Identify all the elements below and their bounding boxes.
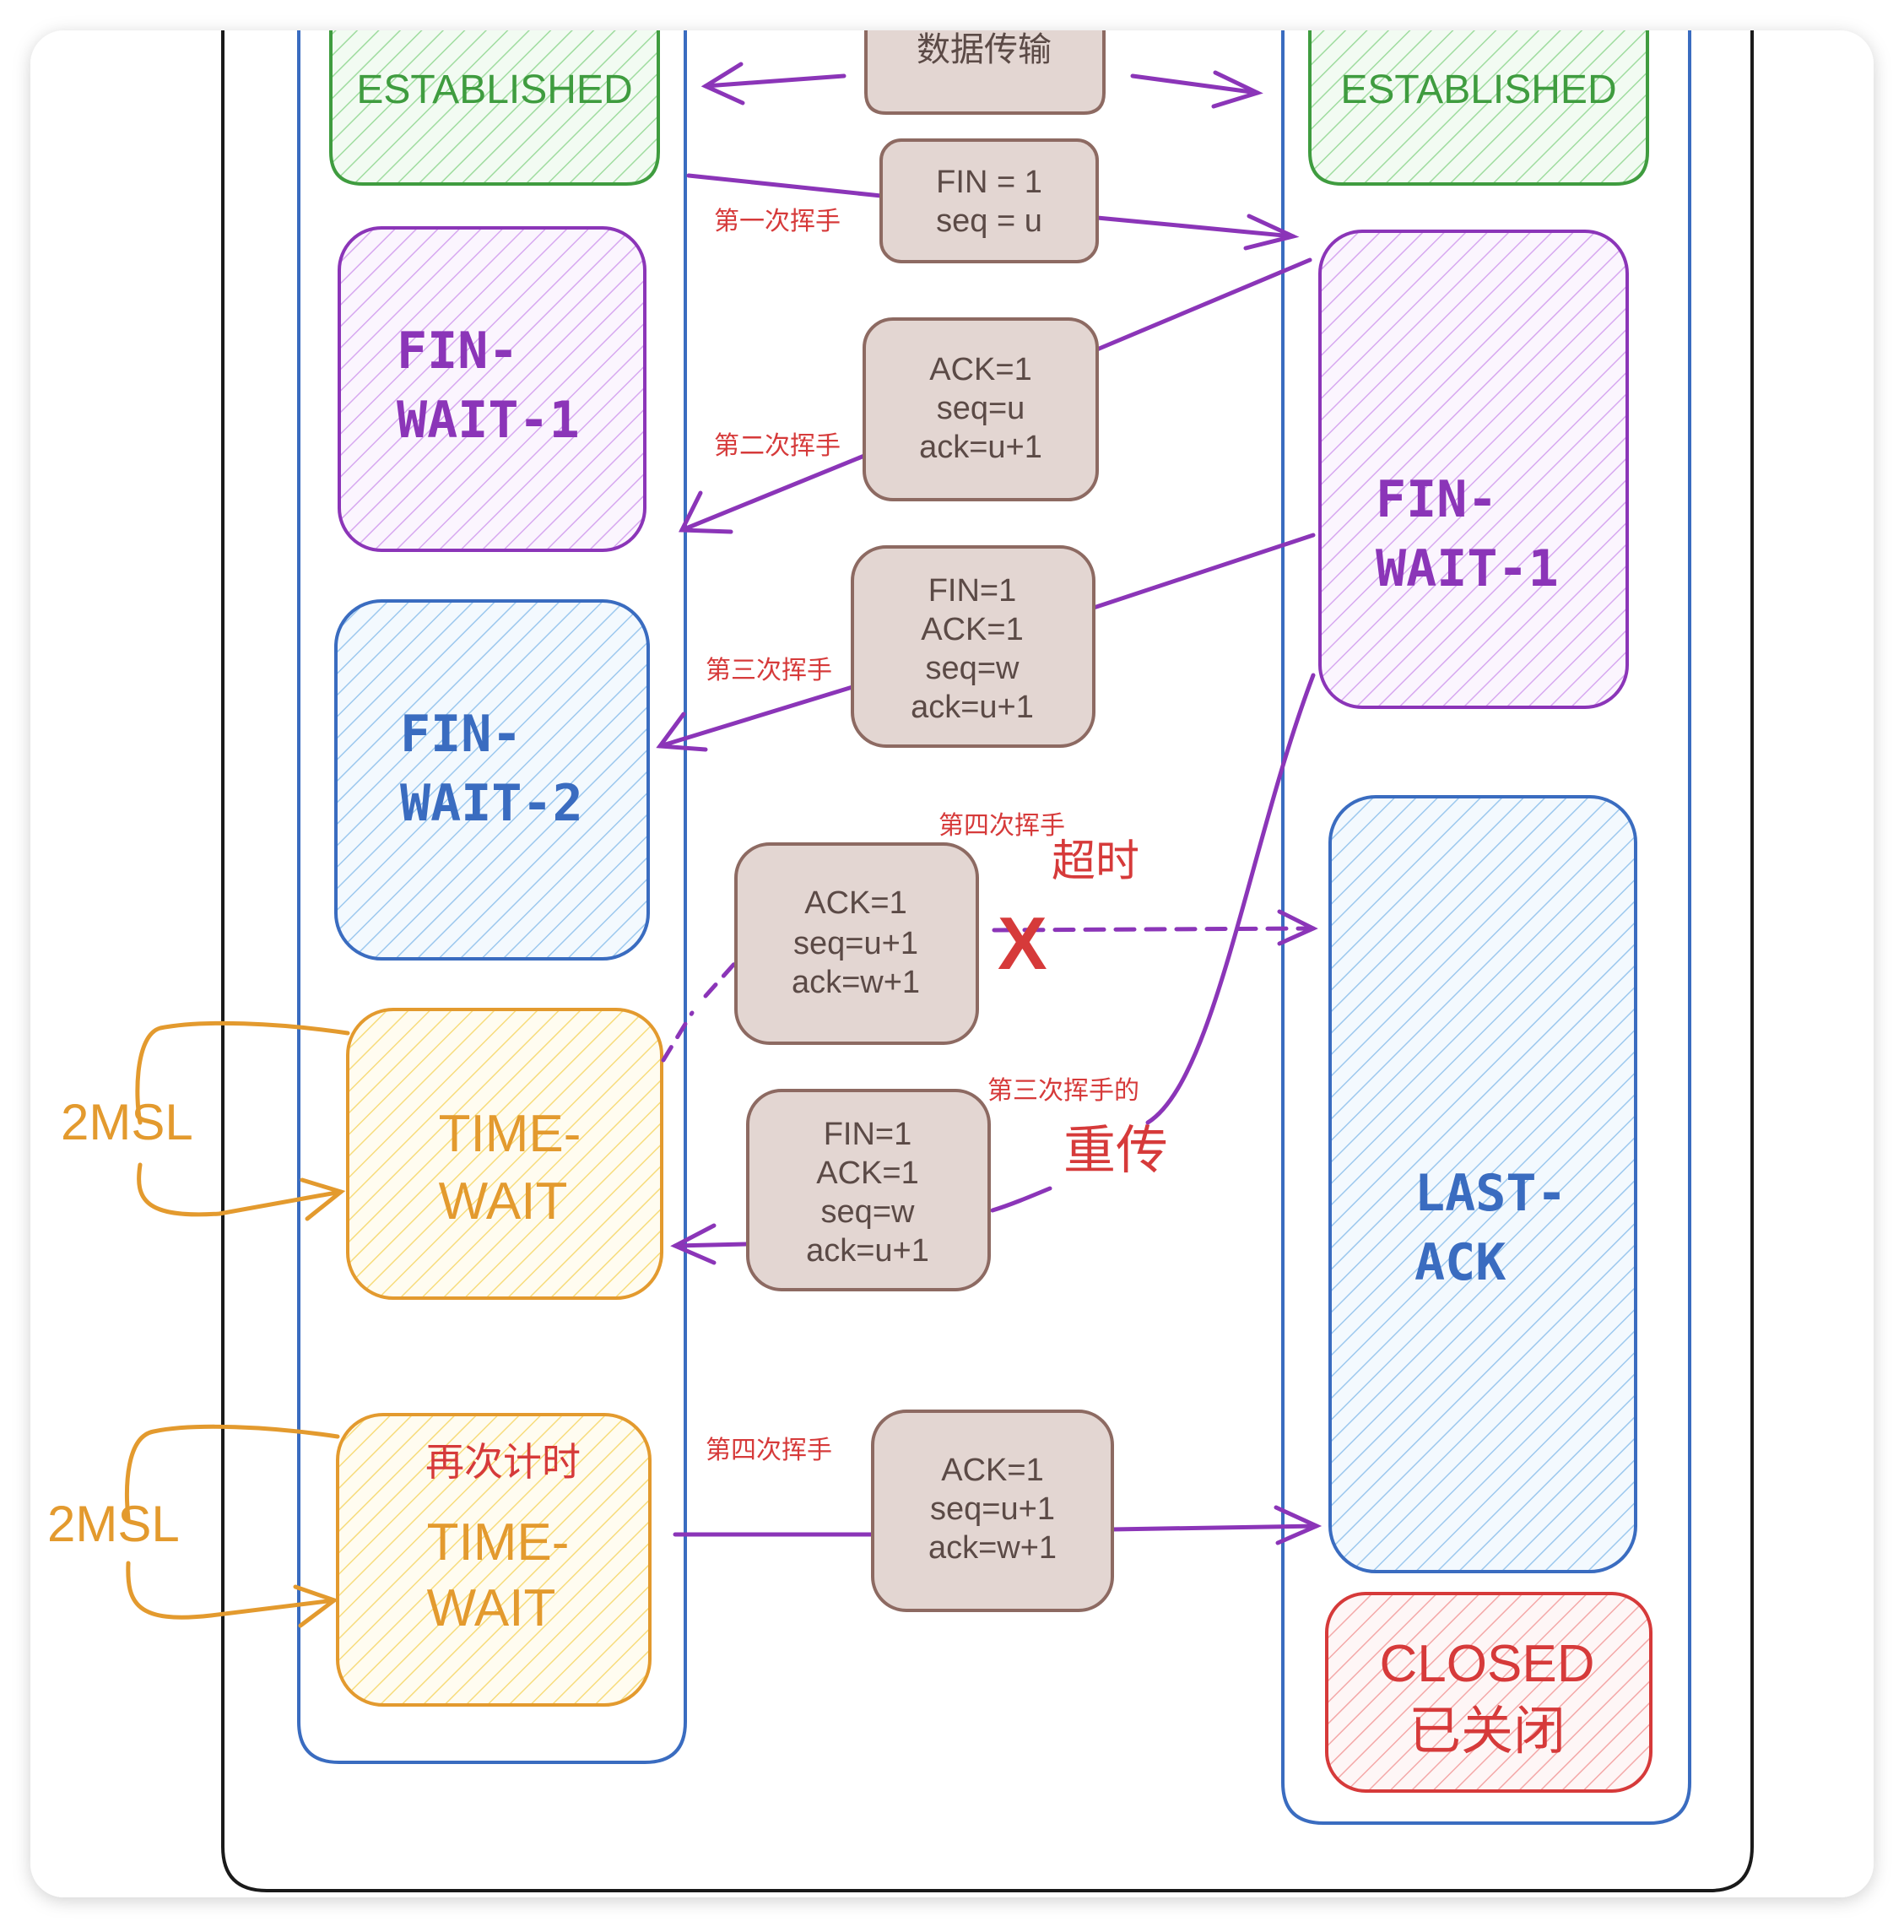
svg-text:FIN=1: FIN=1 bbox=[824, 1117, 912, 1152]
server-closed-line2: 已关闭 bbox=[1409, 1702, 1566, 1761]
client-time-wait-again-state: 再次计时 TIME- WAIT bbox=[336, 1413, 652, 1707]
message-arrows bbox=[656, 62, 1323, 1545]
svg-text:ACK=1: ACK=1 bbox=[929, 352, 1031, 387]
final-ack-arrow-b bbox=[1110, 1523, 1319, 1532]
msl-brackets bbox=[125, 1020, 350, 1628]
packet-fin-resend: FIN=1 ACK=1 seq=w ack=u+1 bbox=[746, 1089, 991, 1291]
lost-ack-arrow bbox=[992, 926, 1316, 933]
client-time-wait-state: TIME- WAIT bbox=[346, 1008, 663, 1300]
packet-ack-lost: ACK=1 seq=u+1 ack=w+1 bbox=[734, 842, 979, 1045]
data-arrow-right bbox=[1130, 73, 1260, 95]
svg-text:ack=u+1: ack=u+1 bbox=[919, 430, 1042, 465]
server-established-state: ESTABLISHED bbox=[1308, 30, 1649, 186]
msl-label-1: 2MSL bbox=[61, 1094, 193, 1150]
svg-text:seq=w: seq=w bbox=[926, 651, 1020, 686]
label-resend: 重传 bbox=[1063, 1122, 1168, 1180]
svg-text:seq=u+1: seq=u+1 bbox=[793, 926, 918, 961]
server-fin-wait-1-line1: FIN- bbox=[1376, 470, 1498, 529]
arrow-head-icon bbox=[300, 1177, 346, 1221]
client-time-wait-again-line2: WAIT bbox=[427, 1579, 556, 1637]
fin2-arrow-a bbox=[1091, 533, 1316, 610]
msl-bracket-top-2 bbox=[125, 1424, 340, 1522]
server-last-ack-state: LAST- ACK bbox=[1328, 795, 1637, 1573]
client-established-state: ESTABLISHED bbox=[329, 30, 660, 186]
server-last-ack-line1: LAST- bbox=[1414, 1164, 1567, 1223]
msl-bracket-bottom-1 bbox=[137, 1162, 343, 1217]
svg-text:ack=w+1: ack=w+1 bbox=[928, 1530, 1057, 1566]
svg-text:seq=w: seq=w bbox=[821, 1194, 915, 1230]
client-time-wait-line1: TIME- bbox=[439, 1105, 581, 1163]
client-time-wait-again-line1: TIME- bbox=[427, 1513, 570, 1572]
resend-arrow-c bbox=[673, 1242, 749, 1248]
server-last-ack-line2: ACK bbox=[1414, 1233, 1506, 1292]
client-fin-wait-1-line1: FIN- bbox=[397, 322, 519, 381]
label-fourth-wave-final: 第四次挥手 bbox=[706, 1437, 832, 1464]
resend-curve-a bbox=[1145, 673, 1316, 1125]
svg-text:FIN = 1: FIN = 1 bbox=[936, 165, 1042, 200]
svg-text:seq=u+1: seq=u+1 bbox=[930, 1491, 1055, 1527]
server-fin-wait-1-line2: WAIT-1 bbox=[1376, 539, 1559, 598]
svg-text:ACK=1: ACK=1 bbox=[816, 1155, 918, 1191]
arrow-head-icon bbox=[1243, 214, 1300, 251]
client-established-label: ESTABLISHED bbox=[356, 68, 632, 112]
data-arrow-left bbox=[703, 73, 847, 89]
arrow-head-icon bbox=[679, 490, 733, 534]
label-second-wave: 第二次挥手 bbox=[714, 432, 841, 460]
arrow-head-icon bbox=[1277, 909, 1318, 946]
resend-curve-b bbox=[990, 1186, 1052, 1213]
server-closed-state: CLOSED 已关闭 bbox=[1325, 1592, 1652, 1793]
retime-note: 再次计时 bbox=[425, 1440, 581, 1484]
client-lane bbox=[297, 30, 687, 1764]
arrow-head-icon bbox=[1274, 1505, 1323, 1545]
packet-data-transfer: 数据传输 bbox=[864, 30, 1106, 115]
ack1-arrow-a bbox=[1095, 257, 1312, 352]
fin1-arrow-b bbox=[1095, 215, 1295, 239]
server-lane bbox=[1281, 30, 1691, 1825]
client-fin-wait-2-line1: FIN- bbox=[400, 705, 522, 764]
packet-ack1: ACK=1 seq=u ack=u+1 bbox=[863, 317, 1099, 501]
msl-label-2: 2MSL bbox=[47, 1496, 180, 1552]
svg-text:ack=u+1: ack=u+1 bbox=[911, 690, 1034, 725]
client-fin-wait-2-line2: WAIT-2 bbox=[400, 774, 583, 833]
client-fin-wait-1-line2: WAIT-1 bbox=[397, 391, 580, 450]
ack1-arrow-b bbox=[679, 453, 867, 533]
client-time-wait-line2: WAIT bbox=[439, 1172, 568, 1231]
outer-frame bbox=[221, 30, 1754, 1892]
label-first-wave: 第一次挥手 bbox=[714, 208, 841, 235]
svg-text:ack=u+1: ack=u+1 bbox=[806, 1233, 929, 1269]
client-fin-wait-2-state: FIN- WAIT-2 bbox=[334, 599, 650, 961]
arrow-head-icon bbox=[293, 1584, 339, 1628]
msl-bracket-top-1 bbox=[135, 1020, 350, 1125]
svg-text:ACK=1: ACK=1 bbox=[941, 1453, 1043, 1488]
label-timeout: 超时 bbox=[1052, 837, 1139, 886]
packet-ack-final: ACK=1 seq=u+1 ack=w+1 bbox=[871, 1410, 1114, 1612]
svg-text:seq=u: seq=u bbox=[937, 391, 1025, 426]
handshake-labels: 第一次挥手 第二次挥手 第三次挥手 第四次挥手 超时 X 第三次挥手的 重传 第… bbox=[706, 208, 1168, 1464]
server-fin-wait-1-state: FIN- WAIT-1 bbox=[1318, 230, 1629, 709]
packet-fin2: FIN=1 ACK=1 seq=w ack=u+1 bbox=[851, 545, 1095, 748]
server-closed-line1: CLOSED bbox=[1380, 1635, 1595, 1693]
client-fin-wait-1-state: FIN- WAIT-1 bbox=[338, 226, 646, 552]
arrow-head-icon bbox=[656, 712, 708, 752]
label-fourth-wave-lost: 第四次挥手 bbox=[938, 812, 1065, 840]
svg-text:seq = u: seq = u bbox=[936, 203, 1042, 239]
lost-x-icon: X bbox=[998, 901, 1047, 985]
fin1-arrow-a bbox=[686, 173, 884, 198]
label-third-wave: 第三次挥手 bbox=[706, 657, 832, 685]
svg-text:ACK=1: ACK=1 bbox=[921, 612, 1023, 647]
svg-text:FIN=1: FIN=1 bbox=[928, 573, 1017, 609]
msl-bracket-bottom-2 bbox=[126, 1561, 337, 1620]
arrow-head-icon bbox=[670, 1223, 717, 1265]
packet-fin1: FIN = 1 seq = u bbox=[879, 138, 1099, 263]
lost-ack-origin bbox=[661, 1010, 695, 1063]
svg-text:ACK=1: ACK=1 bbox=[804, 885, 906, 921]
label-third-wave-resend: 第三次挥手的 bbox=[987, 1077, 1139, 1105]
fin2-arrow-b bbox=[657, 685, 855, 749]
server-established-label: ESTABLISHED bbox=[1340, 68, 1616, 112]
svg-text:ack=w+1: ack=w+1 bbox=[792, 965, 920, 1000]
svg-text:数据传输: 数据传输 bbox=[917, 31, 1052, 68]
arrow-head-icon bbox=[1211, 70, 1263, 109]
arrow-head-icon bbox=[700, 62, 745, 106]
